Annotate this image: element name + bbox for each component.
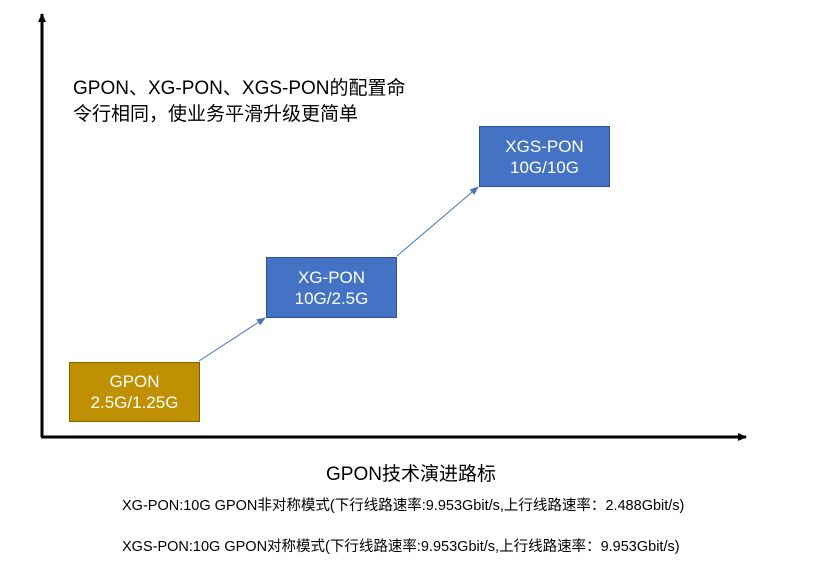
headline: GPON、XG-PON、XGS-PON的配置命 令行相同，使业务平滑升级更简单 — [73, 76, 406, 128]
diagram-caption: GPON技术演进路标 — [326, 464, 496, 485]
stage-name: XG-PON — [297, 267, 366, 287]
stage-rate: 2.5G/1.25G — [90, 393, 179, 412]
note-xgs-pon: XGS-PON:10G GPON对称模式(下行线路速率:9.953Gbit/s,… — [122, 539, 680, 555]
note-xg-pon: XG-PON:10G GPON非对称模式(下行线路速率:9.953Gbit/s,… — [122, 498, 685, 514]
stage-box-xg-pon: XG-PON 10G/2.5G — [266, 257, 397, 318]
headline-line-1: GPON、XG-PON、XGS-PON的配置命 — [73, 78, 406, 99]
stage-rate: 10G/2.5G — [294, 288, 369, 308]
stage-name: XGS-PON — [505, 136, 584, 156]
arrow-xgpon-to-xgspon — [396, 186, 479, 257]
headline-line-2: 令行相同，使业务平滑升级更简单 — [73, 104, 359, 125]
arrow-gpon-to-xgpon — [198, 317, 266, 362]
stage-box-xgs-pon: XGS-PON 10G/10G — [479, 126, 610, 187]
stage-box-gpon: GPON 2.5G/1.25G — [69, 362, 200, 422]
stage-rate: 10G/10G — [510, 157, 579, 177]
stage-name: GPON — [109, 372, 160, 391]
